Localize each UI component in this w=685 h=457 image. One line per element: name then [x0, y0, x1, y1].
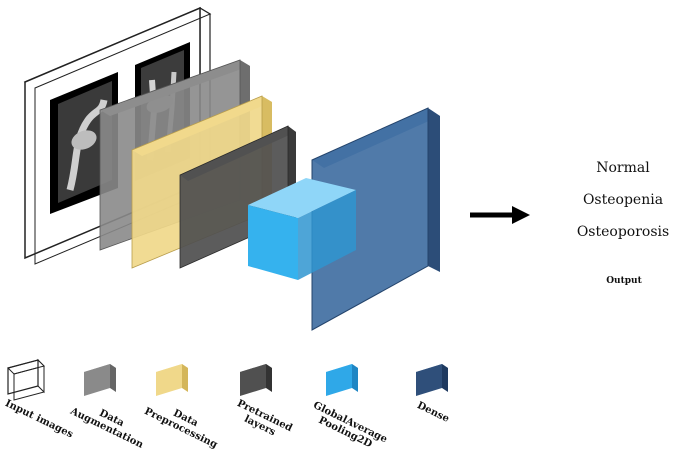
legend-icon-input: [7, 358, 45, 401]
legend-icon-dense: [416, 364, 448, 396]
output-class-normal: Normal: [596, 160, 650, 176]
output-class-osteoporosis: Osteoporosis: [576, 224, 670, 240]
legend-icon-pretrained: [240, 364, 272, 396]
output-caption: Output: [606, 276, 642, 286]
output-arrow-icon: [470, 206, 530, 224]
dense-layer: [311, 107, 440, 331]
global-average-pooling-layer: [248, 178, 356, 280]
output-class-osteopenia: Osteopenia: [582, 192, 664, 208]
legend-icon-preprocessing: [156, 364, 188, 396]
legend-icon-pooling: [326, 364, 358, 396]
legend-icon-augmentation: [84, 364, 116, 396]
pretrained-layers-layer: [179, 125, 296, 269]
